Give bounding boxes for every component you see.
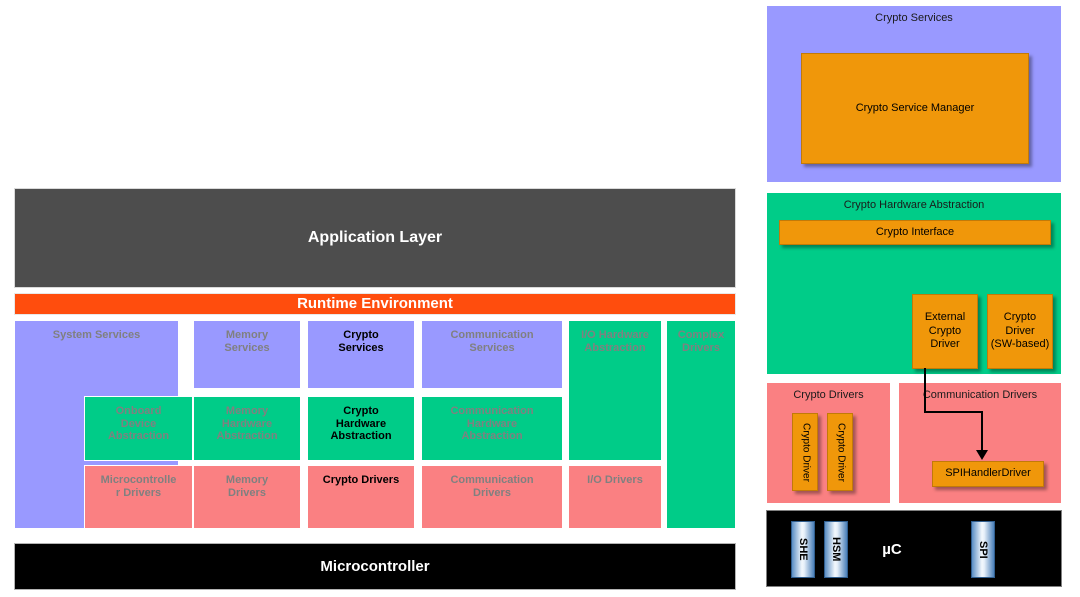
arrow-head-icon [976,450,988,460]
autosar-layered-diagram: Application Layer Runtime Environment Sy… [14,188,736,590]
crypto-driver-block-1: Crypto Driver [792,413,818,491]
panel-microcontroller: SHE HSM µC SPI [766,510,1062,587]
application-layer-block: Application Layer [14,188,736,288]
panel-title: Crypto Hardware Abstraction [843,199,985,211]
block-label: Crypto Drivers [322,474,400,486]
crypto-service-manager-block: Crypto Service Manager [801,53,1029,164]
panel-title: Crypto Drivers [793,389,864,401]
panel-crypto-services: Crypto Services Crypto Service Manager [766,5,1062,183]
chip-label: HSM [830,537,842,562]
microcontroller-label: µC [882,541,902,558]
crypto-stack-detail-diagram: Crypto Services Crypto Service Manager C… [748,0,1080,597]
crypto-interface-block: Crypto Interface [779,220,1051,245]
block-label: System Services [52,329,141,341]
panel-crypto-drivers: Crypto Drivers Crypto Driver Crypto Driv… [766,382,891,504]
chip-hsm: HSM [824,521,848,578]
chip-she: SHE [791,521,815,578]
panel-title: Crypto Services [875,12,953,24]
microcontroller-bar: Microcontroller [14,543,736,590]
chip-label: SPI [977,540,989,559]
crypto-driver-block-2: Crypto Driver [827,413,853,491]
spi-handler-driver-block: SPIHandlerDriver [932,461,1044,487]
block-io-drivers: I/O Drivers [568,465,662,529]
panel-communication-drivers: Communication Drivers SPIHandlerDriver [898,382,1062,504]
block-crypto-drivers: Crypto Drivers [307,465,415,529]
arrow-segment-horizontal [924,411,982,413]
block-label: I/O Drivers [587,474,643,486]
chip-spi: SPI [971,521,995,578]
arrow-segment-vertical-1 [924,368,926,413]
panel-crypto-hardware-abstraction: Crypto Hardware Abstraction Crypto Inter… [766,192,1062,375]
panel-title: Communication Drivers [922,389,1038,401]
runtime-environment-bar: Runtime Environment [14,293,736,315]
chip-label: SHE [797,538,809,561]
arrow-segment-vertical-2 [981,411,983,452]
